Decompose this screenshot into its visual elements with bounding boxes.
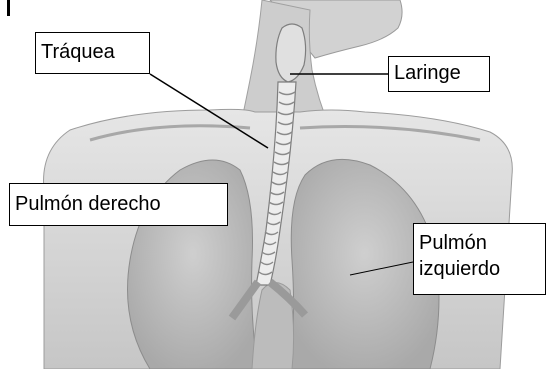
label-pulmon-izquierdo: Pulmón izquierdo [413, 223, 546, 295]
label-pulmon-derecho: Pulmón derecho [9, 183, 228, 226]
label-traquea: Tráquea [35, 32, 150, 74]
label-laringe: Laringe [388, 56, 490, 92]
corner-mark [7, 0, 10, 16]
